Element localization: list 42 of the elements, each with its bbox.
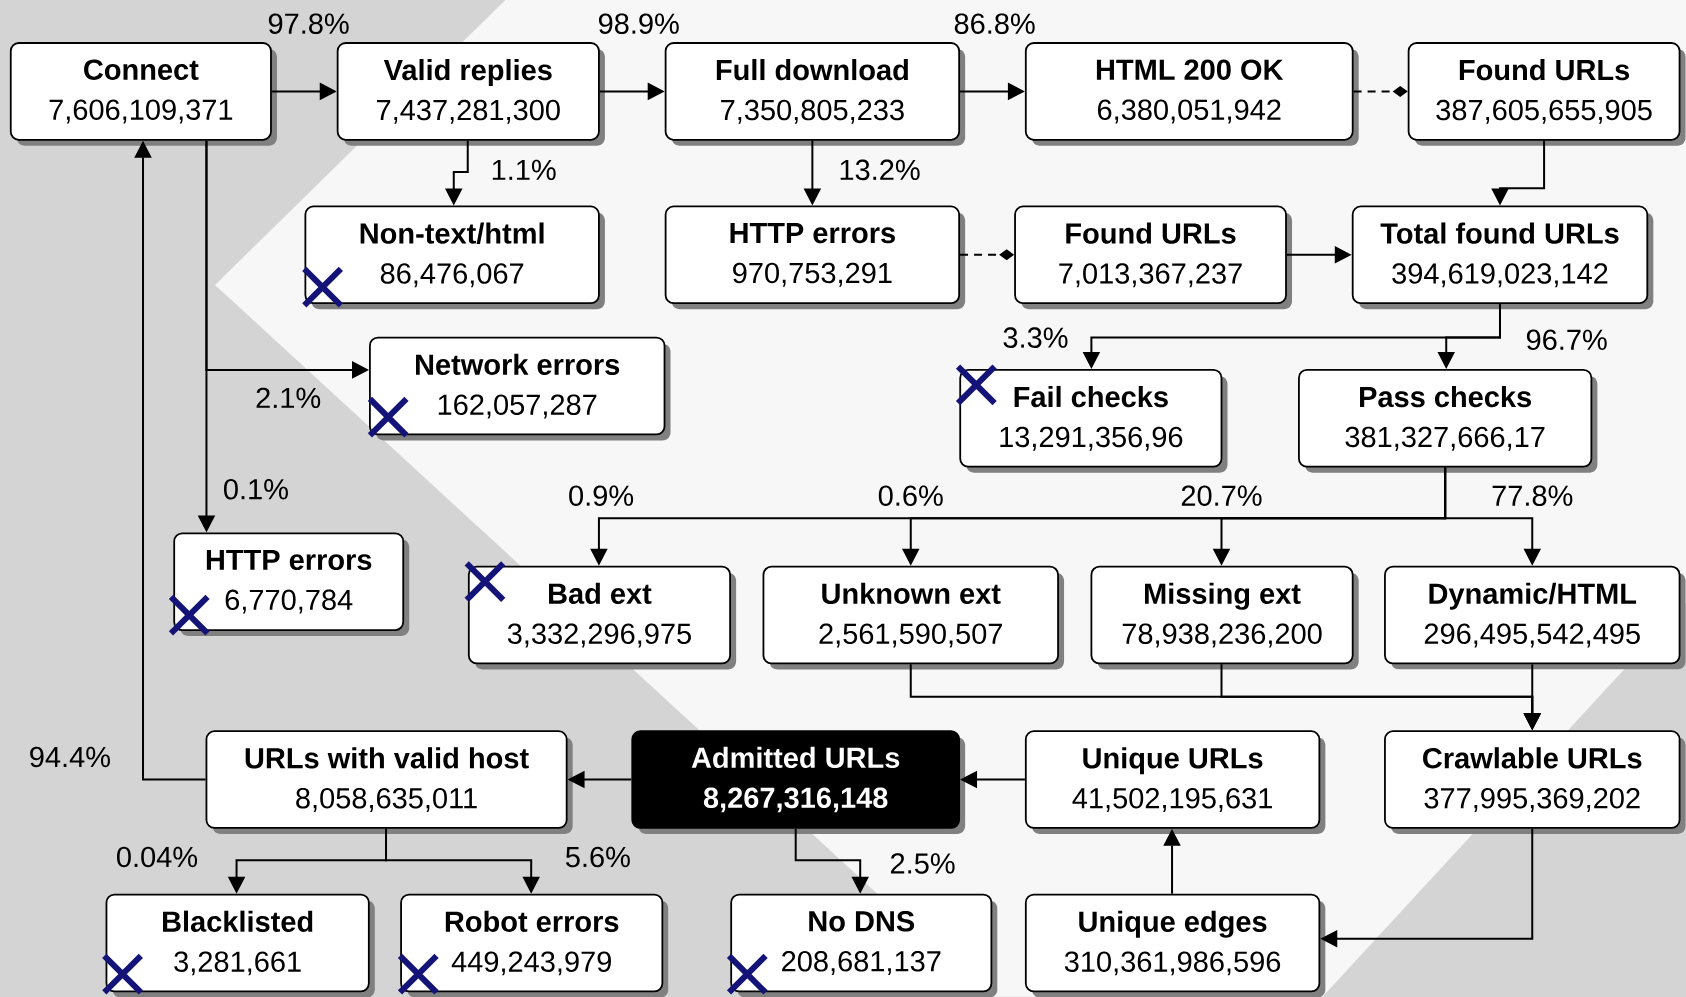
edge-label: 2.1% bbox=[256, 387, 321, 409]
process-box: Connect 7,606,109,371 bbox=[9, 42, 277, 146]
edge-label: 0.04% bbox=[117, 846, 198, 868]
edge-label: 0.1% bbox=[224, 478, 288, 500]
process-box: HTML 200 OK 6,380,051,942 bbox=[1024, 42, 1359, 146]
process-box: Full download 7,350,805,233 bbox=[664, 42, 966, 146]
process-box: Bad ext 3,332,296,975 bbox=[467, 565, 737, 670]
process-box: Found URLs 7,013,367,237 bbox=[1014, 205, 1292, 310]
process-box: Missing ext 78,938,236,200 bbox=[1090, 565, 1359, 670]
edge-label: 3.3% bbox=[1003, 327, 1068, 348]
process-box: Network errors 162,057,287 bbox=[369, 336, 671, 441]
process-box: Blacklisted 3,281,661 bbox=[105, 893, 375, 997]
edge-label: 0.6% bbox=[878, 485, 943, 506]
process-box: Crawlable URLs 377,995,369,202 bbox=[1384, 730, 1686, 834]
edge-label: 94.4% bbox=[30, 746, 110, 768]
edge-label: 1.1% bbox=[492, 159, 556, 181]
process-box: Found URLs 387,605,655,905 bbox=[1407, 42, 1686, 146]
edge-label: 98.9% bbox=[598, 13, 679, 34]
process-box: Non-text/html 86,476,067 bbox=[304, 205, 605, 310]
edge-label: 96.7% bbox=[1526, 329, 1607, 351]
process-box: Total found URLs 394,619,023,142 bbox=[1351, 205, 1654, 310]
process-box: URLs with valid host 8,058,635,011 bbox=[205, 730, 573, 834]
process-box: Unknown ext 2,561,590,507 bbox=[762, 565, 1065, 670]
process-box: Dynamic/HTML 296,495,542,495 bbox=[1384, 565, 1686, 670]
process-box: HTTP errors 970,753,291 bbox=[664, 205, 966, 310]
edge-label: 20.7% bbox=[1181, 485, 1262, 506]
process-box: Pass checks 381,327,666,17 bbox=[1298, 369, 1598, 473]
process-box: Unique edges 310,361,986,596 bbox=[1024, 893, 1326, 997]
process-box: HTTP errors 6,770,784 bbox=[173, 532, 410, 637]
edge-label: 97.8% bbox=[268, 13, 349, 34]
edge-label: 2.5% bbox=[891, 853, 955, 874]
process-box: Admitted URLs 8,267,316,148 bbox=[631, 730, 966, 834]
edge-label: 0.9% bbox=[569, 485, 634, 506]
process-box: Fail checks 13,291,356,96 bbox=[959, 369, 1228, 473]
edge-label: 5.6% bbox=[565, 846, 630, 868]
process-box: Unique URLs 41,502,195,631 bbox=[1024, 730, 1326, 834]
edge-label: 13.2% bbox=[840, 159, 920, 181]
process-box: No DNS 208,681,137 bbox=[730, 893, 998, 997]
process-box: Robot errors 449,243,979 bbox=[400, 893, 669, 997]
process-box: Valid replies 7,437,281,300 bbox=[336, 42, 605, 146]
edge-label: 77.8% bbox=[1492, 485, 1573, 506]
edge-label: 86.8% bbox=[954, 13, 1035, 34]
